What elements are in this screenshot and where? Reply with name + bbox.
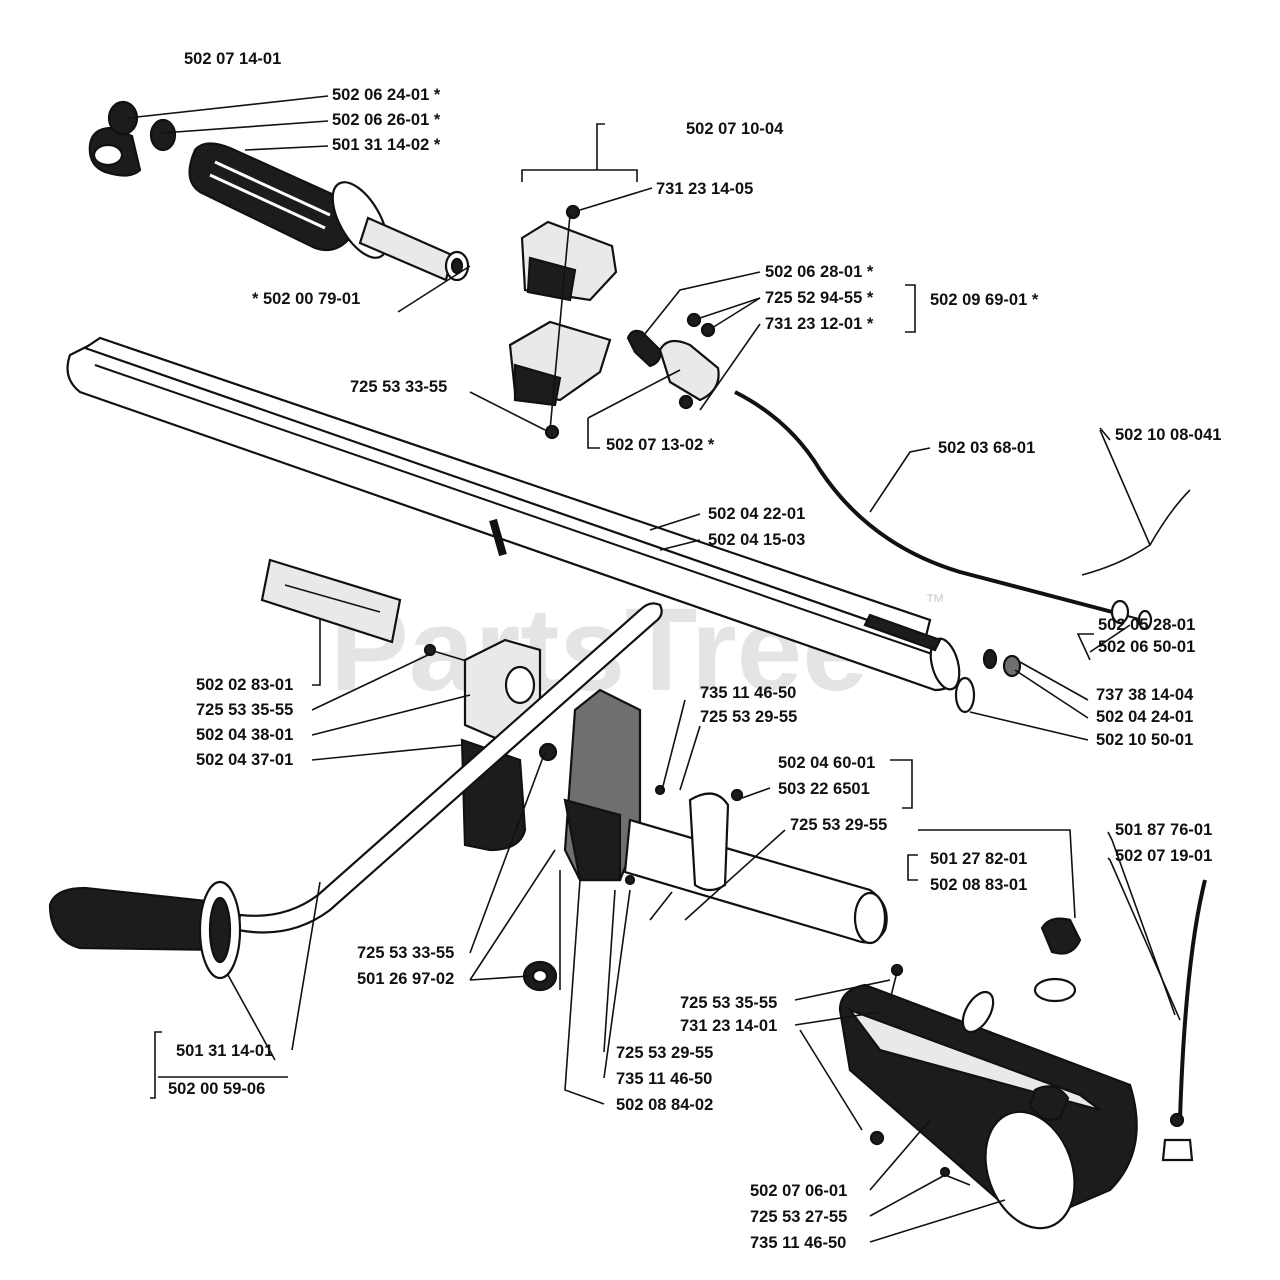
label-502-00-79-01: * 502 00 79-01 [252, 290, 360, 308]
label-735-11-46-50-mid: 735 11 46-50 [616, 1070, 712, 1088]
label-725-53-33-55-mid: 725 53 33-55 [357, 944, 454, 962]
decal [260, 558, 402, 644]
label-502-04-60-01: 502 04 60-01 [778, 754, 875, 772]
upper-clamp-assembly [508, 204, 618, 440]
label-502-04-38-01: 502 04 38-01 [196, 726, 293, 744]
label-735-11-46-50-top: 735 11 46-50 [700, 684, 796, 702]
label-502-04-37-01: 502 04 37-01 [196, 751, 293, 769]
label-737-38-14-04: 737 38 14-04 [1096, 686, 1194, 704]
label-502-04-24-01: 502 04 24-01 [1096, 708, 1193, 726]
label-725-53-33-55-top: 725 53 33-55 [350, 378, 447, 396]
label-502-07-10-04: 502 07 10-04 [686, 120, 784, 138]
label-502-10-08-041: 502 10 08-041 [1115, 426, 1221, 444]
label-502-08-83-01: 502 08 83-01 [930, 876, 1027, 894]
grease-cap-parts [961, 917, 1082, 1034]
main-shaft-tube [66, 336, 961, 692]
throttle-cable [734, 390, 1121, 616]
label-502-07-13-02: 502 07 13-02 * [606, 436, 715, 454]
label-502-04-15-03: 502 04 15-03 [708, 531, 805, 549]
label-502-10-50-01: 502 10 50-01 [1096, 731, 1193, 749]
label-501-31-14-02: 501 31 14-02 * [332, 136, 441, 154]
label-503-22-6501: 503 22 6501 [778, 780, 870, 798]
label-731-23-14-05: 731 23 14-05 [656, 180, 753, 198]
central-holder [538, 688, 642, 882]
label-725-53-27-55: 725 53 27-55 [750, 1208, 847, 1226]
label-502-03-68-01: 502 03 68-01 [938, 439, 1035, 457]
label-501-27-82-01: 501 27 82-01 [930, 850, 1027, 868]
label-502-06-24-01: 502 06 24-01 * [332, 86, 441, 104]
top-handle-assembly [88, 100, 470, 282]
label-731-23-12-01: 731 23 12-01 * [765, 315, 874, 333]
label-502-07-14-01: 502 07 14-01 [184, 50, 281, 68]
leader-lines [127, 95, 1181, 1243]
label-502-02-83-01: 502 02 83-01 [196, 676, 293, 694]
label-501-87-76-01: 501 87 76-01 [1115, 821, 1212, 839]
flexible-drive-shaft [1161, 879, 1207, 1162]
label-502-06-28-01: 502 06 28-01 * [765, 263, 874, 281]
label-502-06-50-01: 502 06 50-01 [1098, 638, 1195, 656]
label-731-23-14-01: 731 23 14-01 [680, 1017, 777, 1035]
label-501-31-14-01: 501 31 14-01 [176, 1042, 273, 1060]
throttle-housing-assembly [626, 312, 720, 410]
loop-handle [48, 602, 663, 980]
label-725-53-29-55-mid: 725 53 29-55 [790, 816, 887, 834]
rubber-buffer [522, 960, 558, 992]
label-502-07-06-01: 502 07 06-01 [750, 1182, 847, 1200]
label-502-04-22-01: 502 04 22-01 [708, 505, 805, 523]
label-502-00-59-06: 502 00 59-06 [168, 1080, 265, 1098]
throttle-wire [1081, 429, 1191, 576]
label-725-53-35-55-left: 725 53 35-55 [196, 701, 293, 719]
label-501-26-97-02: 501 26 97-02 [357, 970, 454, 988]
tube-stub-and-clamp [623, 784, 888, 945]
label-735-11-46-50-bot: 735 11 46-50 [750, 1234, 846, 1252]
label-502-06-26-01: 502 06 26-01 * [332, 111, 441, 129]
gear-housing [838, 963, 1138, 1230]
label-502-09-69-01: 502 09 69-01 * [930, 291, 1039, 309]
label-725-52-94-55: 725 52 94-55 * [765, 289, 874, 307]
label-502-05-28-01: 502 05 28-01 [1098, 616, 1195, 634]
part-labels: 502 07 14-01 502 06 24-01 * 502 06 26-01… [168, 50, 1221, 1252]
label-502-07-19-01: 502 07 19-01 [1115, 847, 1212, 865]
label-502-08-84-02: 502 08 84-02 [616, 1096, 713, 1114]
label-725-53-29-55-top: 725 53 29-55 [700, 708, 797, 726]
trademark-symbol: ™ [925, 591, 945, 613]
label-725-53-29-55-bot: 725 53 29-55 [616, 1044, 713, 1062]
label-725-53-35-55-right: 725 53 35-55 [680, 994, 777, 1012]
